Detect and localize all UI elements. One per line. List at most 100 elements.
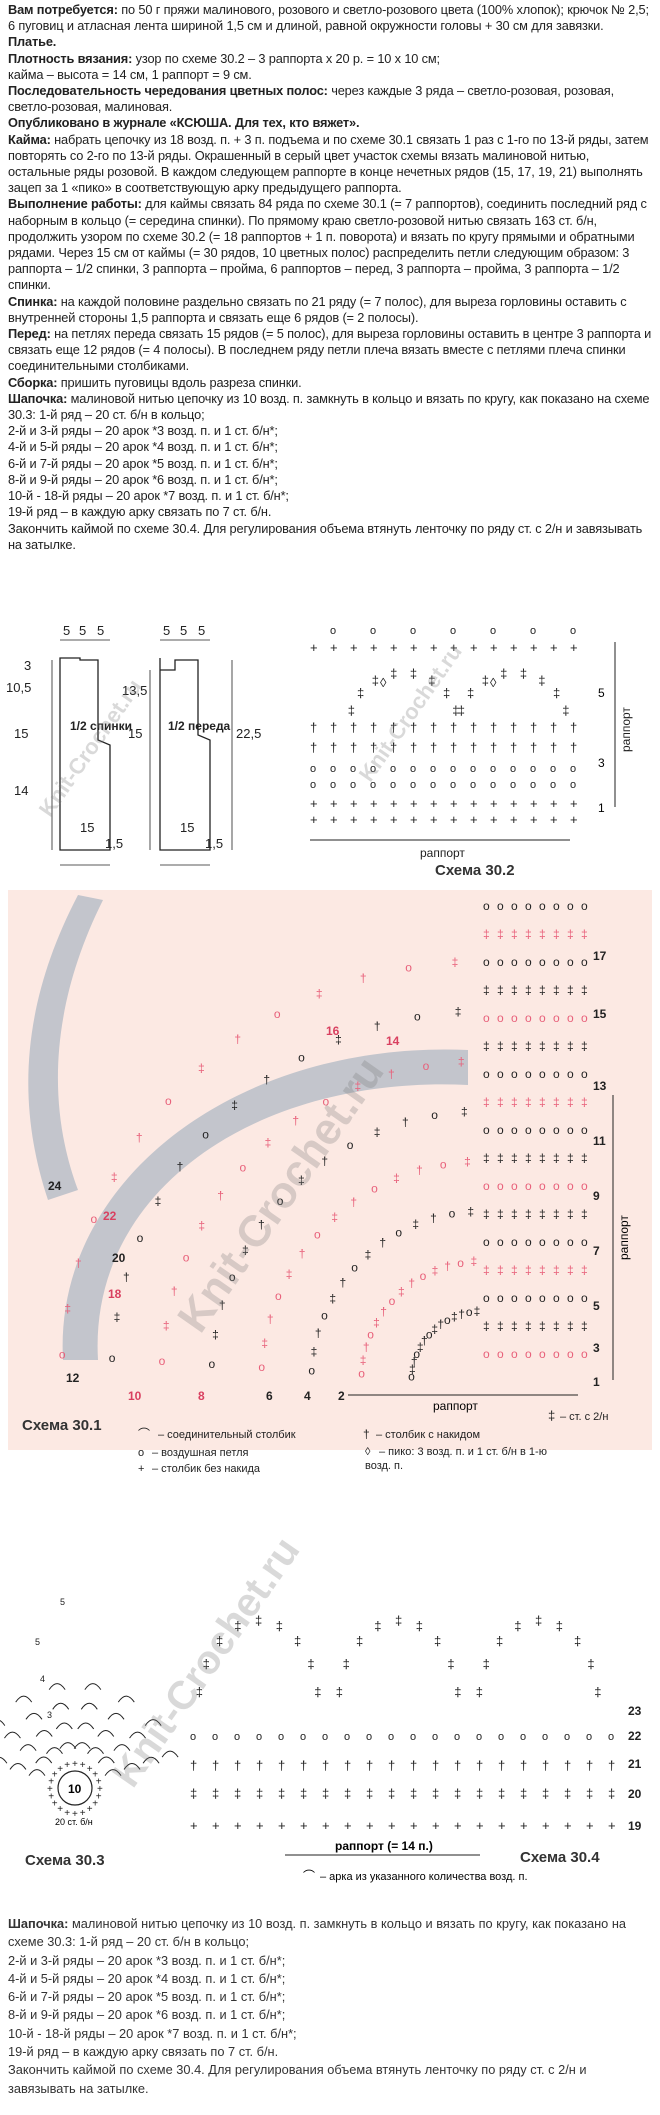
stitch-symbol: + xyxy=(96,1776,102,1787)
stitch-symbol: o xyxy=(567,1291,574,1305)
row-number: 12 xyxy=(66,1371,80,1385)
arc-number: 5 xyxy=(35,1637,40,1647)
scheme-caption: Схема 30.3 xyxy=(25,1852,105,1869)
stitch-symbol: ‡ xyxy=(467,1204,474,1218)
row-number: 2 xyxy=(338,1389,345,1403)
stitch-symbol: ‡ xyxy=(374,1618,381,1633)
stitch-symbol: + xyxy=(80,1808,86,1819)
stitch-symbol: o xyxy=(497,1179,504,1193)
stitch-symbol: + xyxy=(300,1818,308,1833)
stitch-symbol: o xyxy=(581,1067,588,1081)
stitch-symbol: † xyxy=(370,740,377,755)
stitch-symbol: ‡ xyxy=(365,1247,372,1261)
stitch-symbol: † xyxy=(190,1758,197,1773)
stitch-symbol: o xyxy=(466,1305,473,1319)
repeat-label: раппорт xyxy=(619,707,633,752)
stitch-symbol: o xyxy=(530,779,536,791)
stitch-symbol: ‡ xyxy=(525,983,532,997)
stitch-symbol: o xyxy=(229,1270,236,1284)
stitch-symbol: o xyxy=(530,763,536,775)
stitch-symbol: † xyxy=(388,1067,395,1081)
stitch-symbol: o xyxy=(330,625,336,637)
gauge-label: Плотность вязания: xyxy=(8,50,133,66)
stitch-symbol: ‡ xyxy=(196,1685,203,1700)
stitch-symbol: o xyxy=(314,1227,321,1241)
row-number: 22 xyxy=(103,1209,117,1223)
stitch-symbol: o xyxy=(539,1123,546,1137)
stitch-symbol: ‡ xyxy=(586,1786,593,1801)
hat-label: Шапочка: xyxy=(8,390,68,406)
stitch-symbol: o xyxy=(539,1067,546,1081)
stitch-symbol: + xyxy=(57,1804,63,1815)
stitch-symbol: o xyxy=(347,1138,354,1152)
stitch-symbol: + xyxy=(350,796,358,811)
stitch-symbol: † xyxy=(550,720,557,735)
stitch-symbol: ‡ xyxy=(581,1039,588,1053)
front-text: на петлях переда связать 15 рядов (= 5 п… xyxy=(8,326,652,374)
stitch-symbol: + xyxy=(470,640,478,655)
stitch-symbol: o xyxy=(183,1250,190,1264)
stitch-symbol: + xyxy=(476,1818,484,1833)
stitch-symbol: ‡ xyxy=(393,1171,400,1185)
stitch-symbol: † xyxy=(608,1758,615,1773)
stitch-symbol: + xyxy=(96,1792,102,1803)
stitch-symbol: ‡ xyxy=(497,983,504,997)
stitch-symbol: † xyxy=(350,740,357,755)
stitch-symbol: o xyxy=(274,1007,281,1021)
stitch-symbol: + xyxy=(410,812,418,827)
stitch-symbol: ‡ xyxy=(567,1263,574,1277)
stitch-symbol: o xyxy=(490,625,496,637)
stitch-symbol: ‡ xyxy=(539,983,546,997)
stitch-symbol: ‡ xyxy=(412,1217,419,1231)
row-number: 1 xyxy=(593,1375,600,1389)
stitch-symbol: ‡ xyxy=(553,927,560,941)
stitch-symbol: ‡ xyxy=(431,1322,438,1336)
stitch-symbol: ‡ xyxy=(483,1039,490,1053)
gauge-paragraph: Плотность вязания: узор по схеме 30.2 – … xyxy=(8,51,652,67)
stitch-symbol: ‡ xyxy=(114,1310,121,1324)
stitch-symbol: o xyxy=(581,1235,588,1249)
hat-text: малиновой нитью цепочку из 10 возд. п. з… xyxy=(8,1916,627,1950)
stitch-symbol: o xyxy=(330,763,336,775)
stitch-symbol: † xyxy=(212,1758,219,1773)
row-number: 9 xyxy=(593,1189,600,1203)
stitch-symbol: o xyxy=(322,1094,329,1108)
front-label: 1/2 переда xyxy=(168,719,231,733)
stitch-symbol: ‡ xyxy=(452,703,459,718)
row-number: 5 xyxy=(598,686,605,700)
stitch-symbol: + xyxy=(64,1808,70,1819)
stitch-symbol: o xyxy=(539,1179,546,1193)
stitch-symbol: † xyxy=(75,1256,82,1270)
stitch-symbol: † xyxy=(321,1154,328,1168)
stitch-symbol: ‡ xyxy=(553,1095,560,1109)
row-number: 3 xyxy=(598,756,605,770)
stitch-symbol: o xyxy=(457,1256,464,1270)
stitch-symbol: + xyxy=(190,1818,198,1833)
stitch-symbol: o xyxy=(350,779,356,791)
stitch-symbol: ‡ xyxy=(314,1685,321,1700)
back-dim: 1,5 xyxy=(105,836,123,851)
stitch-symbol: o xyxy=(423,1059,430,1073)
front-dim: 1,5 xyxy=(205,836,223,851)
stitch-symbol: ‡ xyxy=(496,1633,503,1648)
stitch-symbol: † xyxy=(310,720,317,735)
stitch-symbol: † xyxy=(444,1259,451,1273)
arc-note: – арка из указанного количества возд. п. xyxy=(320,1871,528,1883)
stitch-symbol: o xyxy=(275,1289,282,1303)
stitch-symbol: o xyxy=(470,779,476,791)
stitch-symbol: ‡ xyxy=(539,1151,546,1165)
hat-row: 6-й и 7-й ряды – 20 арок *5 возд. п. и 1… xyxy=(8,455,278,471)
gauge-line: узор по схеме 30.2 – 3 раппорта х 20 р. … xyxy=(132,50,441,66)
scheme-30-1: ‡o†‡o†‡o†‡o†‡o‡o†‡o†‡o†‡o†‡o‡o†‡o†‡o†‡o†… xyxy=(22,895,631,1441)
stitch-symbol: ‡ xyxy=(256,1786,263,1801)
scheme-30-1-panel xyxy=(8,890,652,1450)
stitch-symbol: o xyxy=(581,955,588,969)
stitch-symbol: o xyxy=(553,1123,560,1137)
stitch-symbol: ‡ xyxy=(525,1207,532,1221)
back-dim: 15 xyxy=(80,820,94,835)
row-number: 19 xyxy=(628,1819,642,1833)
stitch-symbol: ‡ xyxy=(535,1613,542,1628)
stitch-symbol: o xyxy=(553,1291,560,1305)
hat-label: Шапочка: xyxy=(8,1916,69,1931)
stitch-symbol: o xyxy=(483,1291,490,1305)
